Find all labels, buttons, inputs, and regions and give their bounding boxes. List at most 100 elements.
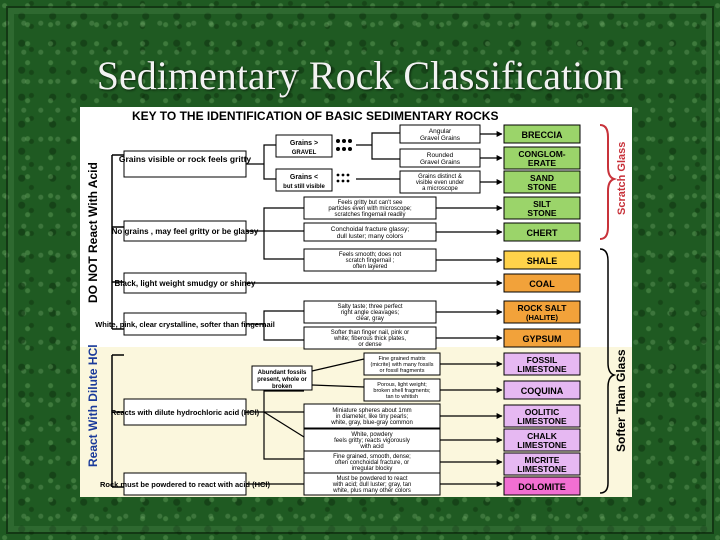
- desc-chalk-line2: feels gritty; reacts vigorously: [334, 438, 410, 444]
- desc-coquina-line1: Porous, light weight;: [377, 382, 427, 388]
- desc-fossil-ls-line1: Fine grained matrix: [378, 356, 425, 362]
- desc-dolomite-line1: Must be powdered to react: [336, 476, 407, 482]
- group-reacts-acid: Reacts with dilute hydrochloric acid (HC…: [111, 398, 260, 426]
- desc-micrite-line3: irregular blocky: [352, 466, 393, 472]
- desc-micrite-line2: often conchoidal fracture, or: [335, 460, 409, 466]
- group-no-grains-label: No grains , may feel gritty or be glassy: [112, 227, 259, 236]
- arrows-to-rocks: [436, 131, 503, 487]
- rock-chalk-limestone: CHALK LIMESTONE: [503, 428, 581, 452]
- desc-shale-line3: often layered: [353, 264, 388, 270]
- rock-key-diagram: KEY TO THE IDENTIFICATION OF BASIC SEDIM…: [80, 107, 632, 497]
- desc-gypsum-line2: white; fiberous thick plates,: [333, 336, 406, 342]
- group-white-pink-label: White, pink, clear crystalline, softer t…: [95, 320, 275, 329]
- connector-no-grains: [246, 207, 304, 260]
- desc-gypsum: Softer than finger nail, pink or white; …: [303, 326, 437, 350]
- rock-dolomite: DOLOMITE: [503, 476, 581, 496]
- side-label-acid: React With Dilute HCl: [86, 344, 100, 467]
- rock-conglom-line1: CONGLOM-: [518, 149, 565, 159]
- group-reacts-acid-label: Reacts with dilute hydrochloric acid (HC…: [111, 408, 260, 417]
- group-grains-visible: Grains visible or rock feels gritty: [119, 150, 252, 178]
- rock-siltstone: SILT STONE: [503, 196, 581, 220]
- connector-grains: [246, 144, 276, 180]
- rock-sandstone-line1: SAND: [530, 173, 554, 183]
- rock-coal: COAL: [503, 273, 581, 293]
- desc-silt-line1: Feels gritty but can't see: [338, 200, 404, 206]
- rock-chalk-line1: CHALK: [527, 431, 558, 441]
- subgroup-grains-lt: Grains < but still visible: [275, 168, 350, 192]
- slide-title: Sedimentary Rock Classification: [96, 53, 624, 98]
- rock-chalk-line2: LIMESTONE: [517, 440, 567, 450]
- desc-chalk-line1: White, powdery: [351, 432, 392, 438]
- desc-fossil-ls-line3: or fossil fragments: [380, 368, 425, 374]
- rock-sandstone-line2: STONE: [527, 182, 556, 192]
- desc-sand-line1: Grains distinct &: [418, 174, 462, 180]
- desc-silt-line2: particles even with microscope;: [328, 206, 412, 212]
- subgroup-grains-lt-sub: but still visible: [283, 184, 325, 190]
- subgroup-fossils-line3: broken: [272, 384, 292, 390]
- desc-chert-line2: dull luster; many colors: [337, 233, 404, 240]
- rock-shale: SHALE: [503, 250, 581, 270]
- desc-coquina-line3: tan to whitish: [386, 394, 418, 400]
- rock-shale-label: SHALE: [527, 256, 558, 266]
- rock-oolitic-line2: LIMESTONE: [517, 416, 567, 426]
- desc-angular-line1: Angular: [429, 128, 452, 135]
- rock-siltstone-line2: STONE: [527, 208, 556, 218]
- desc-dolomite-line3: white, plus many other colors: [332, 488, 411, 494]
- desc-shale: Feels smooth; does not scratch fingernai…: [303, 248, 437, 272]
- group-powdered: Rock must be powdered to react with acid…: [100, 472, 271, 496]
- rock-salt-line1: ROCK SALT: [518, 303, 568, 313]
- subgroup-grains-gt-label: Grains >: [290, 140, 318, 147]
- rock-conglom-line2: ERATE: [528, 158, 557, 168]
- rock-micrite-line2: LIMESTONE: [517, 464, 567, 474]
- rock-micrite-limestone: MICRITE LIMESTONE: [503, 452, 581, 476]
- rock-coquina-label: COQUINA: [521, 386, 564, 396]
- desc-rounded: Rounded Gravel Grains: [399, 148, 481, 168]
- connector-subgroups-gravel: [356, 132, 400, 180]
- no-acid-bracket: [111, 154, 124, 330]
- desc-micrite: Fine grained, smooth, dense; often conch…: [303, 450, 441, 474]
- rock-breccia: BRECCIA: [503, 124, 581, 144]
- group-black-label: Black, light weight smudgy or shiney: [115, 279, 256, 288]
- rock-gypsum: GYPSUM: [503, 328, 581, 348]
- acid-bracket: [111, 354, 124, 488]
- desc-oolitic-line3: white, gray, blue-gray common: [330, 420, 413, 426]
- subgroup-grains-gt-sub: GRAVEL: [292, 150, 317, 156]
- desc-oolitic-line1: Miniature spheres about 1mm: [332, 408, 411, 414]
- rock-coquina: COQUINA: [503, 380, 581, 400]
- rock-salt: ROCK SALT (HALITE): [503, 300, 581, 324]
- desc-gypsum-line1: Softer than finger nail, pink or: [331, 330, 409, 336]
- desc-rounded-line1: Rounded: [427, 152, 454, 159]
- desc-fossil-ls-line2: (micrite) with many fossils: [371, 362, 434, 368]
- desc-angular: Angular Gravel Grains: [399, 124, 481, 144]
- desc-angular-line2: Gravel Grains: [420, 135, 461, 142]
- group-black: Black, light weight smudgy or shiney: [115, 272, 256, 294]
- rock-chert: CHERT: [503, 222, 581, 242]
- desc-chalk-line3: with acid: [359, 444, 383, 450]
- side-label-softer-glass: Softer Than Glass: [614, 349, 628, 452]
- key-title: KEY TO THE IDENTIFICATION OF BASIC SEDIM…: [132, 109, 498, 123]
- connector-reacts-acid: [246, 376, 305, 460]
- desc-rounded-line2: Gravel Grains: [420, 159, 461, 166]
- connector-fossils: [311, 358, 365, 388]
- rock-siltstone-line1: SILT: [533, 199, 552, 209]
- rock-sandstone: SAND STONE: [503, 170, 581, 194]
- subgroup-fossils: Abundant fossils present, whole or broke…: [251, 365, 313, 391]
- desc-fossil-limestone: Fine grained matrix (micrite) with many …: [363, 352, 441, 376]
- group-grains-visible-label: Grains visible or rock feels gritty: [119, 154, 252, 164]
- desc-chalk: White, powdery feels gritty; reacts vigo…: [303, 428, 441, 452]
- desc-chert: Conchoidal fracture glassy; dull luster;…: [303, 222, 437, 242]
- desc-micrite-line1: Fine grained, smooth, dense;: [333, 454, 411, 460]
- desc-dolomite: Must be powdered to react with acid; dul…: [303, 472, 441, 496]
- rock-oolitic-limestone: OOLITIC LIMESTONE: [503, 404, 581, 428]
- subgroup-grains-lt-label: Grains <: [290, 174, 318, 181]
- desc-oolitic: Miniature spheres about 1mm in diameter,…: [303, 403, 441, 429]
- side-label-scratch-glass: Scratch Glass: [616, 142, 628, 215]
- subgroup-fossils-line1: Abundant fossils: [258, 370, 307, 376]
- desc-halite-line2: right angle cleavages;: [341, 310, 400, 316]
- desc-halite: Salty taste; three perfect right angle c…: [303, 300, 437, 324]
- rock-breccia-label: BRECCIA: [521, 130, 563, 140]
- rock-fossil-limestone: FOSSIL LIMESTONE: [503, 352, 581, 376]
- rock-micrite-line1: MICRITE: [525, 455, 560, 465]
- rock-chert-label: CHERT: [527, 228, 559, 238]
- rock-oolitic-line1: OOLITIC: [525, 407, 559, 417]
